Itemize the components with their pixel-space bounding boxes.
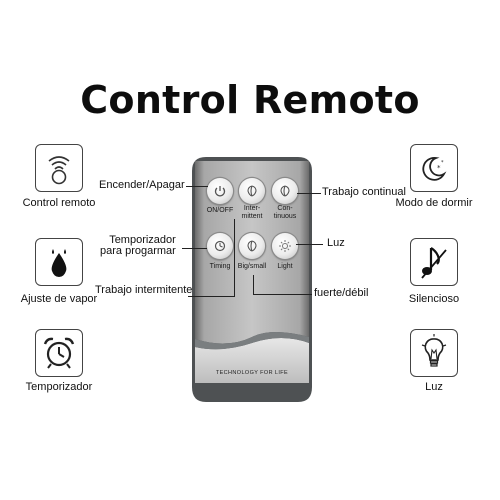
feature-label-silencioso: Silencioso (408, 293, 460, 305)
timing-button[interactable] (207, 233, 233, 259)
leader-line-fuerte-v (253, 275, 254, 294)
feature-label-luz: Luz (425, 381, 443, 393)
swirl-icon (280, 185, 290, 197)
intermittent-label: Inter- mittent (241, 205, 263, 220)
callout-temporizador-line1: Temporizador (109, 234, 176, 246)
big-small-label: Big/small (237, 263, 267, 270)
clock-icon (214, 240, 226, 252)
feature-label-control-remoto: Control remoto (22, 197, 96, 209)
sleep-mode-icon-box: * * (410, 144, 458, 192)
light-label: Light (277, 263, 293, 270)
moon-stars-icon: * * (422, 157, 447, 181)
callout-fuerte-debil: fuerte/débil (314, 287, 369, 299)
timing-label: Timing (209, 263, 231, 270)
on-off-label: ON/OFF (206, 207, 234, 214)
callout-trabajo-continual: Trabajo continual (322, 186, 406, 198)
remote-body (192, 157, 312, 402)
page-title: Control Remoto (80, 78, 420, 122)
muted-note-icon (421, 247, 447, 279)
remote-signal-icon-box (35, 144, 83, 192)
callout-trabajo-intermitente: Trabajo intermitente (95, 284, 193, 296)
power-icon (214, 186, 226, 197)
feature-label-modo-de-dormir: Modo de dormir (395, 197, 473, 209)
callout-luz: Luz (327, 237, 345, 249)
wifi-signal-icon (48, 156, 70, 185)
remote-control: ON/OFF Inter- mittent Con- tinuous Timin… (192, 157, 312, 402)
continuous-button[interactable] (272, 178, 298, 204)
leader-line-luz (296, 244, 323, 245)
silent-icon-box (410, 238, 458, 286)
leader-line-fuerte-h (253, 294, 312, 295)
light-icon-box (410, 329, 458, 377)
svg-text:*: * (437, 164, 441, 172)
swirl-icon (247, 240, 257, 252)
leader-line-encender (186, 186, 208, 187)
leader-line-intermitente-h (188, 296, 235, 297)
alarm-clock-icon (43, 337, 75, 369)
vapor-icon-box (35, 238, 83, 286)
continuous-label: Con- tinuous (273, 205, 297, 220)
light-button[interactable] (272, 233, 298, 259)
feature-label-temporizador: Temporizador (25, 381, 93, 393)
swirl-icon (247, 185, 257, 197)
leader-line-intermitente-v (234, 219, 235, 296)
remote-tagline: TECHNOLOGY FOR LIFE (215, 370, 289, 376)
on-off-button[interactable] (207, 178, 233, 204)
timer-icon-box (35, 329, 83, 377)
leader-line-continual-h (297, 193, 321, 194)
svg-text:*: * (441, 160, 444, 166)
intermittent-button[interactable] (239, 178, 265, 204)
callout-temporizador: Temporizador para progarmar (100, 235, 176, 257)
callout-encender-apagar: Encender/Apagar (99, 179, 185, 191)
leader-line-temporizador (182, 248, 207, 249)
light-bulb-icon (421, 334, 447, 367)
water-drops-icon (51, 249, 67, 277)
feature-label-ajuste-de-vapor: Ajuste de vapor (20, 293, 98, 305)
big-small-button[interactable] (239, 233, 265, 259)
callout-temporizador-line2: para progarmar (100, 245, 176, 257)
sun-icon (279, 240, 291, 252)
